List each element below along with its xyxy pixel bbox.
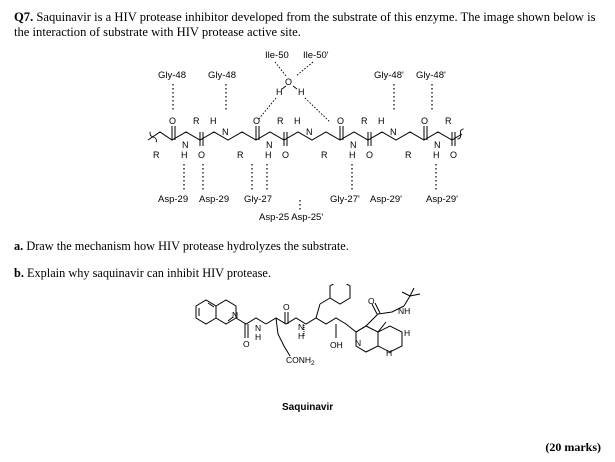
question-header: Q7. Saquinavir is a HIV protease inhibit… <box>14 10 604 40</box>
carbonyl-bonds <box>171 126 456 146</box>
label-asp25-pair: Asp-25 Asp-25' <box>259 212 323 223</box>
benzyl-phenyl-ring <box>329 284 351 305</box>
part-b-letter: b. <box>14 266 24 280</box>
water-hydrogen-right: H <box>298 87 305 97</box>
bridgehead-hydrogen-upper: H <box>404 328 410 338</box>
wavy-end-right <box>457 128 464 140</box>
label-asp29-prime-a: Asp-29' <box>370 194 402 205</box>
wavy-end-left <box>149 131 157 143</box>
part-a-letter: a. <box>14 239 24 253</box>
svg-text:R: R <box>193 116 200 126</box>
amide-hydrogen-1: H <box>255 332 261 342</box>
svg-text:O: O <box>253 116 260 126</box>
label-asp29-a: Asp-29 <box>158 194 188 205</box>
hydroxyl-group: OH <box>330 340 343 350</box>
svg-text:R: R <box>405 150 412 160</box>
svg-text:O: O <box>421 116 428 126</box>
chain-atoms-upper: O R H N O R H N O R H N O R <box>169 116 452 137</box>
svg-text:O: O <box>337 116 344 126</box>
carboxamide-group: CONH2 <box>286 355 315 367</box>
quinoline-linker <box>235 317 267 325</box>
saquinavir-structure: N N H O O N H CONH2 OH N H H O NH Saquin… <box>195 284 421 413</box>
substrate-interaction-diagram: Ile-50 Ile-50' Gly-48 Gly-48 Gly-48' Gly… <box>147 50 464 223</box>
svg-text:H: H <box>378 116 385 126</box>
saquinavir-chain <box>265 317 367 333</box>
quinoline-nitrogen: N <box>232 310 238 320</box>
saquinavir-caption: Saquinavir <box>282 402 333 413</box>
svg-text:O: O <box>450 150 457 160</box>
part-a-text: Draw the mechanism how HIV protease hydr… <box>26 239 349 253</box>
carbonyl-oxygen-1: O <box>243 339 250 349</box>
svg-text:R: R <box>237 150 244 160</box>
chain-atoms-lower: R H N O R H N O R H N O R H N O <box>153 140 457 160</box>
label-gly27: Gly-27 <box>244 194 272 205</box>
svg-text:R: R <box>361 116 368 126</box>
ring-nitrogen: N <box>355 338 361 348</box>
label-ile50-prime: Ile-50' <box>303 50 329 61</box>
svg-text:H: H <box>210 116 217 126</box>
svg-text:H: H <box>294 116 301 126</box>
label-ile50: Ile-50 <box>265 50 289 61</box>
svg-text:O: O <box>169 116 176 126</box>
carbonyl-oxygen-2: O <box>283 302 290 312</box>
tbutyl-amide-nh: NH <box>398 306 410 316</box>
svg-text:H: H <box>265 150 272 160</box>
upper-hbond-lines <box>172 84 433 110</box>
svg-text:N: N <box>350 140 357 150</box>
label-gly48-b: Gly-48 <box>208 70 236 81</box>
marks-label: (20 marks) <box>545 440 601 454</box>
label-gly48-a: Gly-48 <box>158 70 186 81</box>
question-text: Saquinavir is a HIV protease inhibitor d… <box>14 10 596 39</box>
svg-text:H: H <box>433 150 440 160</box>
question-number: Q7. <box>14 10 34 24</box>
label-gly48-prime-b: Gly-48' <box>416 70 446 81</box>
tbutyl-carbonyl-oxygen: O <box>368 296 375 306</box>
cyclohexane-ring <box>377 325 403 353</box>
label-asp29-b: Asp-29 <box>199 194 229 205</box>
label-gly27-prime: Gly-27' <box>330 194 360 205</box>
svg-text:N: N <box>434 140 441 150</box>
tert-butyl-amide <box>365 305 405 327</box>
svg-text:R: R <box>153 150 160 160</box>
label-asp29-prime-b: Asp-29' <box>426 194 458 205</box>
part-b-text: Explain why saquinavir can inhibit HIV p… <box>27 266 271 280</box>
water-oxygen: O <box>285 77 292 87</box>
svg-text:N: N <box>266 140 273 150</box>
svg-text:N: N <box>390 127 397 137</box>
svg-text:O: O <box>282 150 289 160</box>
svg-text:R: R <box>277 116 284 126</box>
peptide-backbone <box>147 131 463 141</box>
water-bonds <box>281 85 298 90</box>
water-hbonds <box>257 61 331 123</box>
svg-text:N: N <box>306 127 313 137</box>
bridgehead-hydrogen-lower: H <box>386 348 392 358</box>
svg-text:R: R <box>321 150 328 160</box>
part-b: b. Explain why saquinavir can inhibit HI… <box>14 266 271 281</box>
water-hydrogen-left: H <box>276 87 283 97</box>
lower-hbond-lines <box>183 164 437 190</box>
svg-text:N: N <box>222 127 229 137</box>
amide-hydrogen-2: H <box>298 331 304 341</box>
asparagine-side-chain <box>275 317 291 357</box>
amide-nitrogen-2: N <box>298 322 304 332</box>
svg-text:R: R <box>445 116 452 126</box>
label-gly48-prime-a: Gly-48' <box>374 70 404 81</box>
svg-text:N: N <box>182 140 189 150</box>
svg-text:O: O <box>366 150 373 160</box>
svg-text:H: H <box>349 150 356 160</box>
svg-text:H: H <box>181 150 188 160</box>
amide-nitrogen-1: N <box>255 323 261 333</box>
svg-text:O: O <box>198 150 205 160</box>
part-a: a. Draw the mechanism how HIV protease h… <box>14 239 349 254</box>
